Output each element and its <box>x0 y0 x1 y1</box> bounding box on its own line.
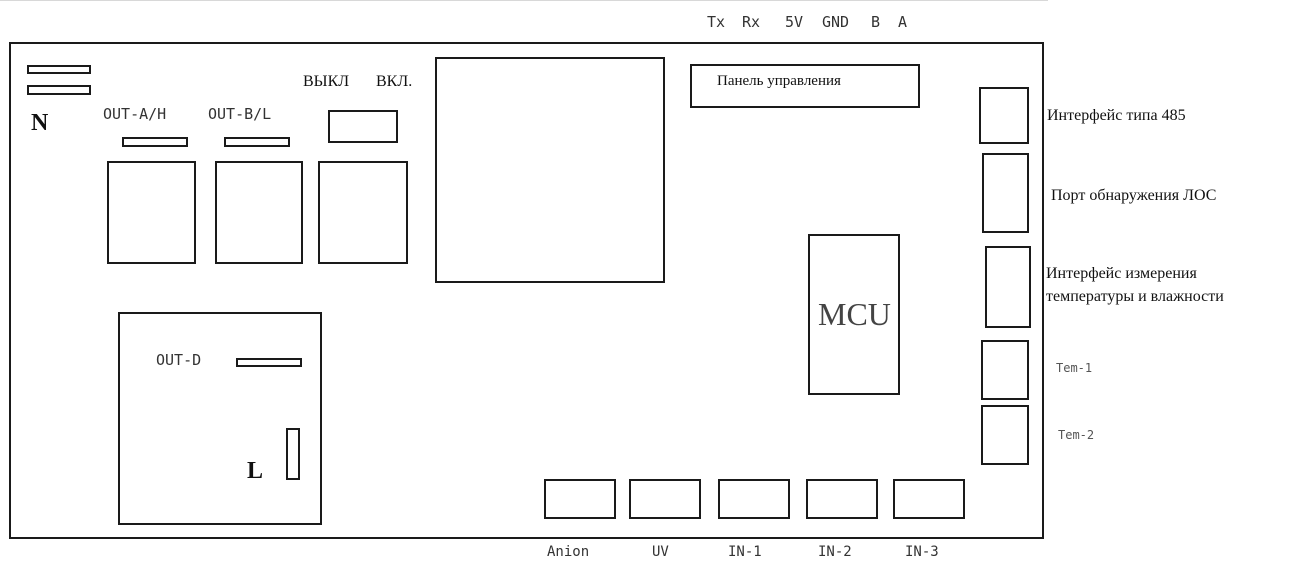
top-line <box>0 0 1048 1</box>
header-pin-a: A <box>898 13 908 31</box>
n-terminal-upper <box>27 65 91 74</box>
out-a-label: OUT-A/H <box>103 105 167 123</box>
out-b-connector <box>224 137 290 147</box>
power-block <box>118 312 322 525</box>
mcu-label: MCU <box>818 296 891 332</box>
voc-label: Порт обнаружения ЛОС <box>1051 187 1217 204</box>
switch-off-label: ВЫКЛ <box>303 73 350 90</box>
tem1-port <box>981 340 1029 400</box>
anion-port <box>544 479 616 519</box>
l-terminal <box>286 428 300 480</box>
in3-port <box>893 479 965 519</box>
tem2-label: Tem-2 <box>1058 428 1095 442</box>
temp-humidity-port <box>985 246 1031 328</box>
l-label: L <box>247 458 264 484</box>
header-pin-b: B <box>871 13 881 31</box>
relay-out-b <box>215 161 303 264</box>
in2-port <box>806 479 878 519</box>
in2-label: IN-2 <box>818 544 852 560</box>
out-a-connector <box>122 137 188 147</box>
rs485-port <box>979 87 1029 144</box>
n-terminal-lower <box>27 85 91 95</box>
control-panel-label: Панель управления <box>717 73 841 89</box>
out-d-connector <box>236 358 302 367</box>
rs485-label: Интерфейс типа 485 <box>1047 107 1186 124</box>
header-pin-gnd: GND <box>822 13 850 31</box>
large-module <box>435 57 665 283</box>
in3-label: IN-3 <box>905 544 939 560</box>
temp-humidity-label-line2: температуры и влажности <box>1046 288 1224 305</box>
in1-label: IN-1 <box>728 544 762 560</box>
in1-port <box>718 479 790 519</box>
uv-port <box>629 479 701 519</box>
header-pin-rx: Rx <box>742 13 761 31</box>
voc-port <box>982 153 1029 233</box>
control-panel-connector <box>690 64 920 108</box>
relay-switch <box>318 161 408 264</box>
power-switch <box>328 110 398 143</box>
switch-on-label: ВКЛ. <box>376 73 413 90</box>
pcb-board-outline <box>9 42 1044 539</box>
n-label: N <box>31 110 49 136</box>
out-d-label: OUT-D <box>156 351 202 369</box>
anion-label: Anion <box>547 544 590 560</box>
relay-out-a <box>107 161 196 264</box>
out-b-label: OUT-B/L <box>208 105 272 123</box>
uv-label: UV <box>652 544 669 560</box>
header-pin-5v: 5V <box>785 13 804 31</box>
temp-humidity-label-line1: Интерфейс измерения <box>1046 265 1197 282</box>
header-pin-tx: Tx <box>707 13 726 31</box>
tem1-label: Tem-1 <box>1056 361 1093 375</box>
mcu-chip <box>808 234 900 395</box>
tem2-port <box>981 405 1029 465</box>
